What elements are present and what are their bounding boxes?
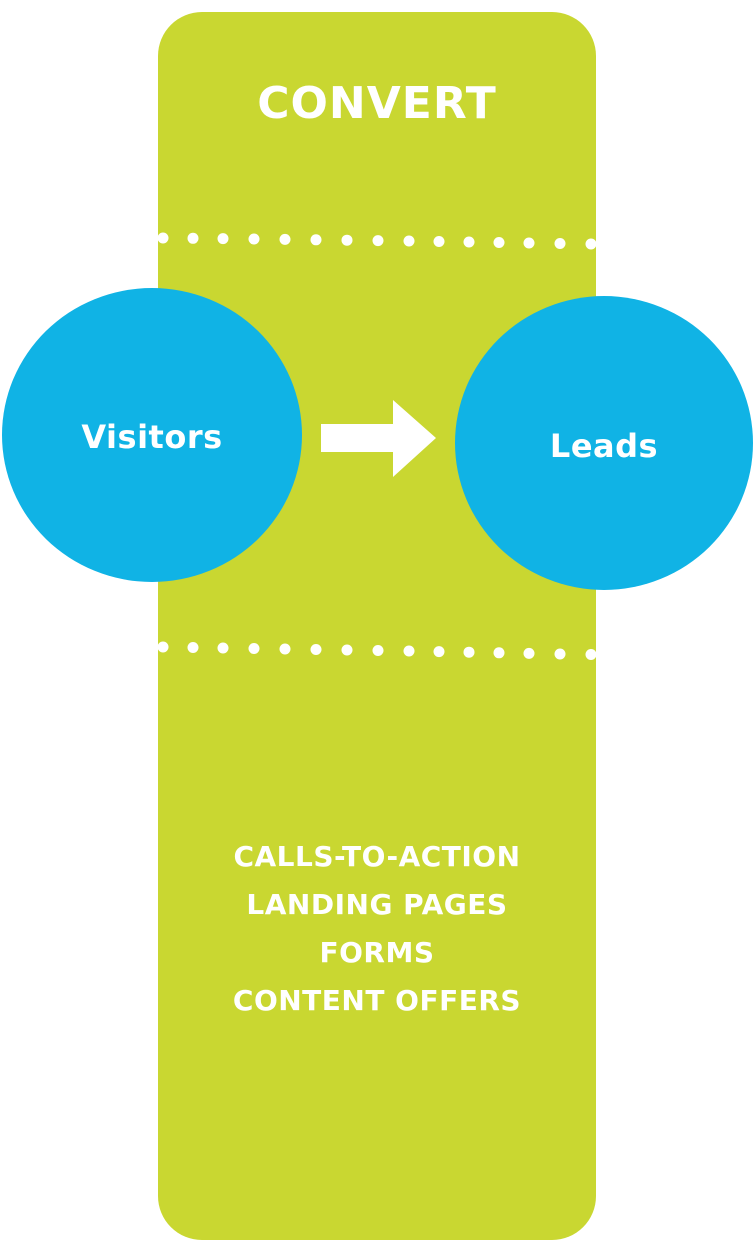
right-arrow-icon (321, 400, 436, 477)
visitors-label: Visitors (81, 418, 223, 456)
top-dotted-divider (157, 232, 597, 250)
tactics-list: CALLS-TO-ACTION LANDING PAGES FORMS CONT… (158, 833, 596, 1025)
tactic-item-landing-pages: LANDING PAGES (246, 888, 508, 921)
leads-node: Leads (455, 296, 753, 590)
stage-title: CONVERT (257, 78, 497, 129)
visitors-node: Visitors (2, 288, 302, 582)
tactic-item-forms: FORMS (319, 936, 435, 969)
tactic-item-calls-to-action: CALLS-TO-ACTION (233, 840, 521, 873)
tactic-item-content-offers: CONTENT OFFERS (232, 984, 522, 1017)
leads-label: Leads (549, 427, 659, 465)
convert-stage-panel (158, 12, 596, 1240)
bottom-dotted-divider (157, 641, 597, 660)
